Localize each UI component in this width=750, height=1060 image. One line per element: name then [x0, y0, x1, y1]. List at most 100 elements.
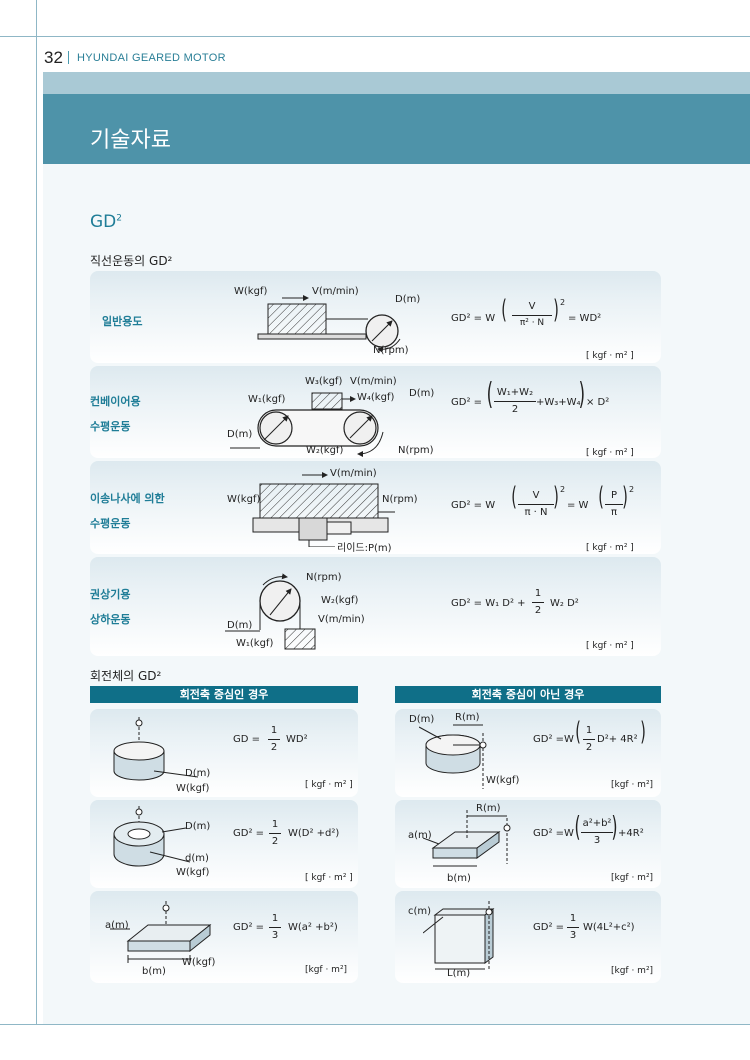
card-offset-disc: D(m) R(m) W(kgf) GD² =W ( 1 2 D²+ 4R² ) … — [395, 709, 661, 797]
card-label-2: 수평운동 — [90, 517, 131, 530]
formula-lhs: GD² = W — [451, 313, 496, 324]
hoist-diagram — [225, 573, 316, 650]
offset-bar-diagram — [423, 901, 495, 970]
label-w2: W₂(kgf) — [306, 445, 344, 456]
formula-num: W₁+W₂ — [496, 387, 534, 398]
formula-mid: = W — [567, 500, 589, 511]
label-p: 리이드:P(m) — [337, 543, 392, 554]
fraction-bar — [581, 832, 613, 833]
unit-label: [kgf · m²] — [611, 966, 654, 976]
formula-num: 1 — [271, 819, 279, 830]
hollow-diagram — [113, 806, 191, 867]
formula-lhs: GD² =W — [533, 734, 574, 745]
formula-rhs: WD² — [286, 734, 308, 745]
card-plate: a(m) b(m) W(kgf) GD² = 1 3 W(a² +b²) [kg… — [90, 891, 358, 983]
card-label: 일반용도 — [102, 315, 143, 328]
fraction-bar-1 — [518, 504, 554, 505]
formula-rhs: = WD² — [568, 313, 602, 324]
formula-den-2: π — [610, 507, 618, 518]
linear-card-hoist: 권상기용 상하운동 N(rpm) W₂(kgf) V(m/min) D(m) W… — [90, 557, 661, 656]
unit-label: [kgf · m²] — [611, 873, 654, 883]
label-b: b(m) — [447, 873, 471, 884]
label-w2: W₂(kgf) — [321, 595, 359, 606]
frame-line-bottom — [0, 1024, 750, 1025]
conveyor-diagram — [230, 392, 384, 457]
formula-lhs: GD² = — [233, 828, 265, 839]
label-n: N(rpm) — [382, 494, 418, 505]
fraction-bar — [268, 739, 280, 740]
disc-diagram — [113, 717, 199, 781]
formula-den: 2 — [534, 605, 542, 616]
label-v: V(m/min) — [318, 614, 365, 625]
label-d: D(m) — [409, 714, 435, 725]
formula-den: 3 — [593, 835, 601, 846]
formula-rhs: +4R² — [618, 828, 644, 839]
formula-den: 3 — [569, 930, 577, 941]
label-d-inner: d(m) — [185, 853, 209, 864]
gd-title: GD2 — [90, 212, 122, 232]
paren-open: ( — [574, 810, 581, 843]
section-title: 기술자료 — [90, 128, 171, 153]
fraction-bar — [512, 315, 552, 316]
card-label-2: 수평운동 — [90, 420, 131, 433]
formula-lhs: GD² =W — [533, 828, 574, 839]
unit-label: [ kgf · m² ] — [586, 351, 634, 361]
formula-lhs: GD² = W — [451, 500, 496, 511]
general-diagram — [257, 295, 401, 353]
formula-num: 1 — [569, 913, 577, 924]
offset-plate-diagram — [423, 810, 511, 867]
paren-open-2: ( — [598, 482, 604, 512]
plate-diagram — [110, 901, 212, 963]
formula-den: 3 — [271, 930, 279, 941]
card-disc: D(m) W(kgf) GD = 1 2 WD² [ kgf · m² ] — [90, 709, 358, 797]
fraction-bar — [532, 602, 544, 603]
card-label-1: 컨베이어용 — [90, 395, 141, 408]
formula-den-1: π · N — [524, 507, 548, 518]
formula-num: a²+b² — [582, 818, 612, 829]
formula-den: π² · N — [519, 318, 545, 328]
card-hollow: D(m) d(m) W(kgf) GD² = 1 2 W(D² +d²) [ k… — [90, 800, 358, 888]
formula-lhs: GD = — [233, 734, 261, 745]
unit-label: [kgf · m²] — [305, 965, 348, 975]
label-w: W(kgf) — [227, 494, 261, 505]
formula-num: 1 — [270, 725, 278, 736]
formula-den: 2 — [271, 836, 279, 847]
label-d-left: D(m) — [227, 429, 253, 440]
label-d-outer: D(m) — [185, 821, 211, 832]
gd-title-base: GD — [90, 212, 117, 232]
formula-exp-1: 2 — [560, 485, 566, 494]
formula-num: 1 — [534, 588, 542, 599]
offset-disc-diagram — [419, 724, 487, 789]
label-w1: W₁(kgf) — [236, 638, 274, 649]
unit-label: [ kgf · m² ] — [305, 873, 353, 883]
label-n: N(rpm) — [306, 572, 342, 583]
label-v: V(m/min) — [312, 286, 359, 297]
unit-label: [ kgf · m² ] — [586, 543, 634, 553]
paren-open: ( — [575, 717, 581, 747]
label-v: V(m/min) — [330, 468, 377, 479]
formula-lhs: GD² = — [451, 397, 483, 408]
rotating-heading: 회전체의 GD² — [90, 669, 162, 683]
label-w: W(kgf) — [234, 286, 268, 297]
label-b: b(m) — [142, 966, 166, 977]
formula-den: 2 — [511, 404, 519, 415]
card-label-1: 이송나사에 의한 — [90, 492, 165, 505]
frame-line-left — [36, 0, 37, 1024]
paren-close: ) — [578, 377, 586, 412]
label-a: a(m) — [408, 830, 432, 841]
formula-rhs: W₂ D² — [550, 598, 579, 609]
frame-line-top — [0, 36, 750, 37]
formula-rhs: × D² — [586, 397, 610, 408]
fraction-bar — [269, 927, 281, 928]
formula-exp-2: 2 — [629, 485, 635, 494]
formula-exp: 2 — [560, 298, 566, 307]
header-separator — [68, 51, 69, 64]
paren-close-1: ) — [553, 482, 559, 512]
label-d: D(m) — [185, 768, 211, 779]
paren-close: ) — [611, 810, 618, 843]
unit-label: [kgf · m²] — [611, 780, 654, 790]
label-r: R(m) — [455, 712, 480, 723]
linear-heading: 직선운동의 GD² — [90, 254, 173, 268]
label-d: D(m) — [227, 620, 253, 631]
page-number: 32 — [44, 48, 63, 67]
